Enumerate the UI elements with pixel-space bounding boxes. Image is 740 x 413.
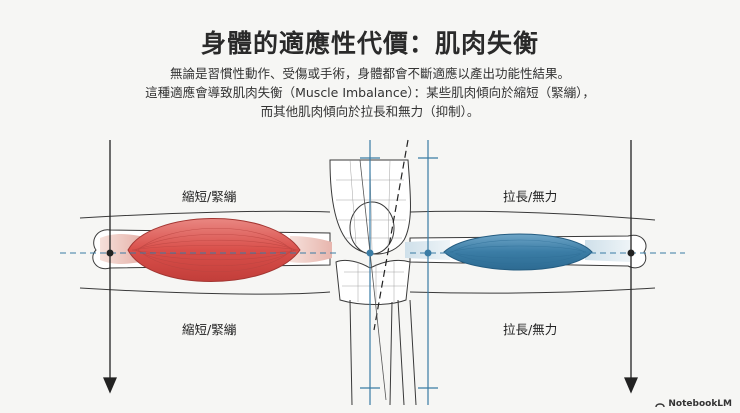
down-arrows (103, 140, 638, 394)
subtitle-line-2: 這種適應會導致肌肉失衡（Muscle Imbalance）：某些肌肉傾向於縮短（… (145, 85, 595, 100)
reference-lines (60, 140, 685, 405)
page-title: 身體的適應性代價：肌肉失衡 (200, 29, 539, 58)
knee-axis-line (359, 159, 387, 401)
right-label-bottom: 拉長/無力 (503, 322, 558, 337)
subtitle: 無論是習慣性動作、受傷或手術，身體都會不斷適應以產出功能性結果。 這種適應會導致… (0, 64, 740, 121)
blue-muscle (443, 233, 593, 271)
subtitle-line-1: 無論是習慣性動作、受傷或手術，身體都會不斷適應以產出功能性結果。 (169, 66, 570, 81)
brand-label: NotebookLM (668, 399, 732, 409)
left-label-bottom: 縮短/緊繃 (182, 322, 237, 337)
right-label-top: 拉長/無力 (503, 189, 558, 204)
subtitle-line-3: 而其他肌肉傾向於拉長和無力（抑制）。 (260, 104, 480, 119)
mechanical-axis (373, 139, 409, 331)
left-label-top: 縮短/緊繃 (182, 189, 237, 204)
left-tendon-distal (290, 236, 332, 263)
limb-contours (79, 210, 656, 295)
right-tendon-distal (585, 240, 630, 262)
knee-markers (366, 249, 432, 257)
red-muscle (127, 218, 301, 282)
notebooklm-logo-icon (655, 402, 666, 407)
brand: NotebookLM (655, 399, 732, 409)
